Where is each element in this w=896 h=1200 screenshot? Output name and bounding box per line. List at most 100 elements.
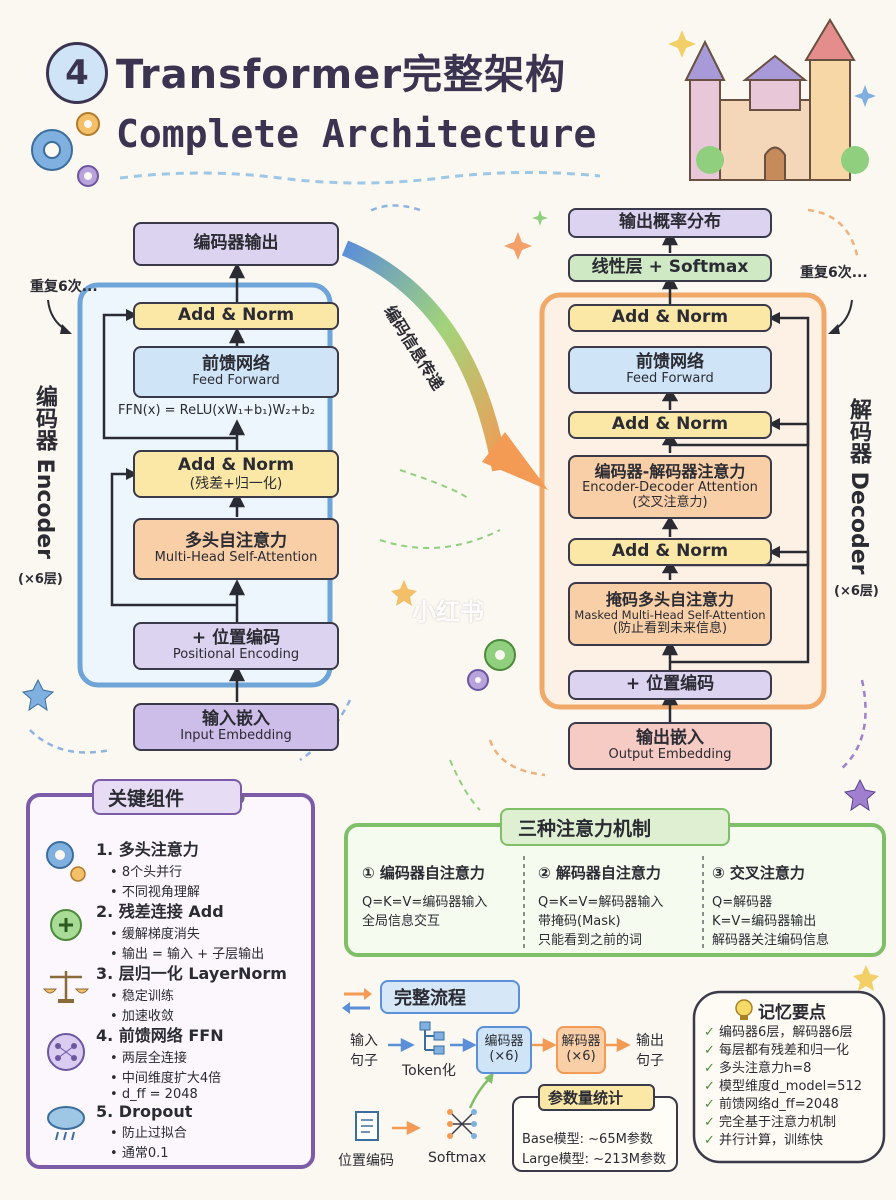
params-large: Large模型: ~213M参数 — [522, 1152, 667, 1167]
component-item: 3. 层归一化 LayerNorm • 稳定训练 • 加速收敛 — [96, 960, 306, 1024]
component-title: 2. 残差连接 Add — [96, 902, 224, 921]
memory-item: ✓ 并行计算，训练快 — [704, 1133, 824, 1148]
process-softmax: Softmax — [428, 1150, 487, 1166]
encoder-output-box: 编码器输出 — [133, 222, 339, 266]
gear-icon — [484, 639, 516, 671]
attention-line: K=V=编码器输出 — [712, 914, 817, 929]
masked-attention-en-label: Masked Multi-Head Self-Attention — [574, 608, 766, 623]
decoder-layers-label: (×6层) — [834, 584, 879, 599]
input-embedding-label: 输入嵌入 — [202, 708, 270, 729]
watermark: 小红书 — [412, 598, 484, 626]
encoder-positional-en-label: Positional Encoding — [172, 647, 300, 663]
params-title-tag: 参数量统计 — [538, 1084, 656, 1111]
attention-line: Q=K=V=解码器输入 — [538, 895, 664, 910]
memory-item: ✓ 前馈网络d_ff=2048 — [704, 1097, 839, 1112]
attention-line: 全局信息交互 — [362, 914, 441, 929]
component-point: • 缓解梯度消失 — [110, 927, 200, 942]
cross-attention-en-label: Encoder-Decoder Attention — [582, 480, 758, 496]
decoder-positional-box: + 位置编码 — [568, 670, 772, 700]
encoder-layers-label: (×6层) — [18, 572, 63, 587]
linear-softmax-label: 线性层 + Softmax — [591, 257, 749, 278]
component-point: • 加速收敛 — [110, 1009, 174, 1024]
decoder-side-label: 解码器 Decoder — [846, 398, 871, 575]
component-title: 1. 多头注意力 — [96, 840, 199, 859]
output-embedding-en-label: Output Embedding — [608, 747, 732, 763]
process-input: 输入 句子 — [350, 1033, 378, 1069]
attention-line: 只能看到之前的词 — [538, 933, 643, 948]
check-icon: ✓ — [704, 1025, 715, 1040]
encoder-mha-label: 多头自注意力 — [185, 530, 287, 551]
output-embedding-box: 输出嵌入 Output Embedding — [568, 722, 772, 770]
cross-attention-label: 编码器-解码器注意力 — [594, 461, 746, 481]
memory-title: 记忆要点 — [758, 1003, 826, 1023]
component-title: 5. Dropout — [96, 1102, 193, 1121]
attention-column-title: ③ 交叉注意力 — [712, 864, 805, 882]
params-title: 参数量统计 — [548, 1089, 624, 1107]
encoder-mha-en-label: Multi-Head Self-Attention — [154, 550, 318, 566]
process-output: 输出 句子 — [636, 1033, 664, 1069]
process-encoder-label: 编码器 (×6) — [484, 1034, 524, 1064]
component-item: 4. 前馈网络 FFN • 两层全连接 • 中间维度扩大4倍 • d_ff = … — [96, 1022, 306, 1102]
encoder-addnorm-mid-sub: (残差+归一化) — [189, 475, 283, 492]
input-embedding-en-label: Input Embedding — [180, 728, 292, 744]
attention-column: ② 解码器自注意力 Q=K=V=解码器输入 带掩码(Mask) 只能看到之前的词 — [538, 862, 698, 948]
attention-column: ③ 交叉注意力 Q=解码器 K=V=编码器输出 解码器关注编码信息 — [712, 862, 880, 948]
masked-attention-label: 掩码多头自注意力 — [605, 589, 734, 609]
process-decoder-label: 解码器 (×6) — [561, 1034, 601, 1064]
process-title-tag: 完整流程 — [380, 980, 520, 1014]
components-list: 1. 多头注意力 • 8个头并行 • 不同视角理解 2. 残差连接 Add • … — [96, 836, 306, 1164]
encoder-mha-box: 多头自注意力 Multi-Head Self-Attention — [133, 518, 339, 580]
component-title: 4. 前馈网络 FFN — [96, 1026, 224, 1045]
attention-line: 带掩码(Mask) — [538, 914, 621, 929]
section-number: 4 — [65, 53, 89, 93]
attention-title-tag: 三种注意力机制 — [500, 808, 730, 846]
decoder-addnorm3-label: Add & Norm — [611, 541, 729, 562]
component-point: • 不同视角理解 — [110, 885, 200, 900]
component-point: • 通常0.1 — [110, 1146, 169, 1161]
encoder-positional-label: + 位置编码 — [191, 627, 281, 648]
encoder-ffn-box: 前馈网络 Feed Forward — [133, 346, 339, 398]
attention-line: Q=K=V=编码器输入 — [362, 895, 488, 910]
component-item: 1. 多头注意力 • 8个头并行 • 不同视角理解 — [96, 836, 306, 900]
encoder-side-label: 编码器 Encoder — [32, 385, 57, 560]
decoder-addnorm1-label: Add & Norm — [611, 307, 729, 328]
gear-icon — [467, 669, 489, 691]
gear-icon — [31, 129, 73, 171]
output-probability-box: 输出概率分布 — [568, 208, 772, 238]
lightbulb-icon — [735, 999, 753, 1020]
input-embedding-box: 输入嵌入 Input Embedding — [133, 703, 339, 751]
check-icon: ✓ — [704, 1097, 715, 1112]
check-icon: ✓ — [704, 1061, 715, 1076]
attention-line: 解码器关注编码信息 — [712, 933, 830, 948]
component-point: • 防止过拟合 — [110, 1126, 187, 1141]
check-icon: ✓ — [704, 1079, 715, 1094]
process-positional: 位置编码 — [338, 1153, 394, 1169]
rain-cloud-icon — [47, 1106, 85, 1141]
scale-icon — [42, 971, 90, 1003]
component-point: • 稳定训练 — [110, 989, 174, 1004]
swap-icon — [342, 988, 372, 1014]
encoder-ffn-label: 前馈网络 — [202, 353, 270, 374]
attention-line: Q=解码器 — [712, 895, 773, 910]
encoder-addnorm-top-label: Add & Norm — [177, 305, 295, 326]
encoder-repeat-label: 重复6次... — [30, 279, 98, 295]
cross-attention-box: 编码器-解码器注意力 Encoder-Decoder Attention (交叉… — [568, 455, 772, 519]
ffn-formula: FFN(x) = ReLU(xW₁+b₁)W₂+b₂ — [118, 403, 315, 418]
component-item: 2. 残差连接 Add • 缓解梯度消失 • 输出 = 输入 + 子层输出 — [96, 898, 306, 962]
memory-item: ✓ 每层都有残差和归一化 — [704, 1043, 850, 1058]
components-title-tag: 关键组件 — [92, 779, 242, 815]
attention-column-title: ① 编码器自注意力 — [362, 864, 485, 882]
decoder-ffn-en-label: Feed Forward — [626, 371, 714, 387]
decoder-ffn-label: 前馈网络 — [636, 351, 704, 372]
token-icon — [419, 1021, 445, 1055]
gear-icon — [76, 112, 100, 136]
neural-network-icon — [47, 1033, 85, 1071]
plus-icon — [50, 909, 82, 941]
check-icon: ✓ — [704, 1043, 715, 1058]
castle-icon — [684, 18, 869, 181]
encoder-output-label: 编码器输出 — [193, 233, 279, 254]
process-decoder-box: 解码器 (×6) — [556, 1026, 606, 1074]
decoder-addnorm2-box: Add & Norm — [568, 411, 772, 439]
memory-item: ✓ 完全基于注意力机制 — [704, 1115, 837, 1130]
process-encoder-box: 编码器 (×6) — [476, 1026, 532, 1074]
